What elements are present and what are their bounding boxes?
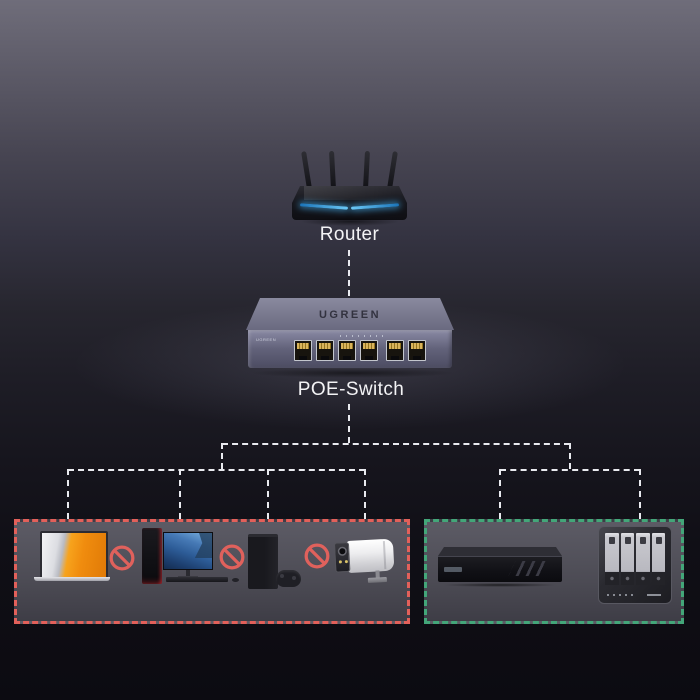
nas-led-indicators — [607, 594, 637, 596]
connector-branch-top — [222, 443, 570, 445]
switch-shadow — [250, 368, 455, 378]
ethernet-port — [338, 340, 356, 361]
poe-switch-device: UGREEN UGREEN — [246, 298, 454, 372]
router-antenna — [329, 150, 336, 190]
switch-top-face: UGREEN — [246, 298, 454, 330]
nvr-vent-stripes — [508, 561, 550, 576]
router-antenna — [387, 151, 398, 190]
pc-tower-icon — [142, 528, 162, 584]
connector-router-switch — [348, 250, 350, 296]
pc-monitor-stand — [186, 570, 190, 576]
nas-drive-bays — [605, 533, 665, 585]
drive-bay — [605, 533, 619, 585]
laptop-icon — [40, 531, 108, 579]
nvr-top-face — [438, 547, 562, 556]
ethernet-port — [316, 340, 334, 361]
connector-switch-trunk — [348, 404, 350, 443]
drop-nas — [639, 469, 641, 519]
connector-branch-left — [221, 443, 223, 469]
router-label: Router — [319, 224, 380, 245]
router-body — [292, 186, 407, 220]
ethernet-port — [408, 340, 426, 361]
prohibited-icon — [304, 543, 330, 569]
router-device — [292, 148, 407, 224]
camera-lens — [333, 541, 351, 573]
connector-bus-allowed — [500, 469, 640, 471]
drive-bay — [620, 533, 634, 585]
switch-brand-text: UGREEN — [318, 309, 382, 321]
laptop-base — [34, 577, 110, 581]
ethernet-port — [360, 340, 378, 361]
router-antenna — [363, 150, 370, 190]
router-antenna — [301, 151, 312, 190]
nas-power-slot — [647, 594, 661, 596]
pc-keyboard-icon — [166, 577, 228, 582]
game-controller-icon — [276, 570, 301, 587]
pc-monitor-icon — [163, 532, 213, 570]
drop-desktop — [179, 469, 181, 519]
switch-front-print: UGREEN — [256, 337, 277, 342]
security-camera-icon — [333, 536, 401, 589]
video-recorder-icon — [438, 547, 562, 589]
poe-switch-label: POE-Switch — [297, 379, 405, 400]
drop-console — [267, 469, 269, 519]
connector-bus-blocked — [68, 469, 365, 471]
drop-camera — [364, 469, 366, 519]
camera-body — [345, 538, 395, 574]
drop-nvr — [499, 469, 501, 519]
router-shadow — [300, 217, 400, 226]
nvr-shadow — [442, 583, 558, 587]
nvr-logo-badge — [444, 567, 462, 572]
drive-bay — [651, 533, 665, 585]
allowed-devices-group — [424, 519, 684, 624]
drive-bay — [636, 533, 650, 585]
nas-storage-icon — [598, 526, 672, 604]
blocked-devices-group — [14, 519, 410, 624]
pc-mouse-icon — [232, 578, 239, 582]
prohibited-icon — [219, 544, 245, 570]
drop-laptop — [67, 469, 69, 519]
ethernet-port — [386, 340, 404, 361]
game-console-icon — [248, 534, 278, 589]
prohibited-icon — [109, 545, 135, 571]
connector-branch-right — [569, 443, 571, 469]
switch-port-markings — [340, 335, 384, 337]
ethernet-port — [294, 340, 312, 361]
camera-mount-foot — [367, 576, 388, 583]
